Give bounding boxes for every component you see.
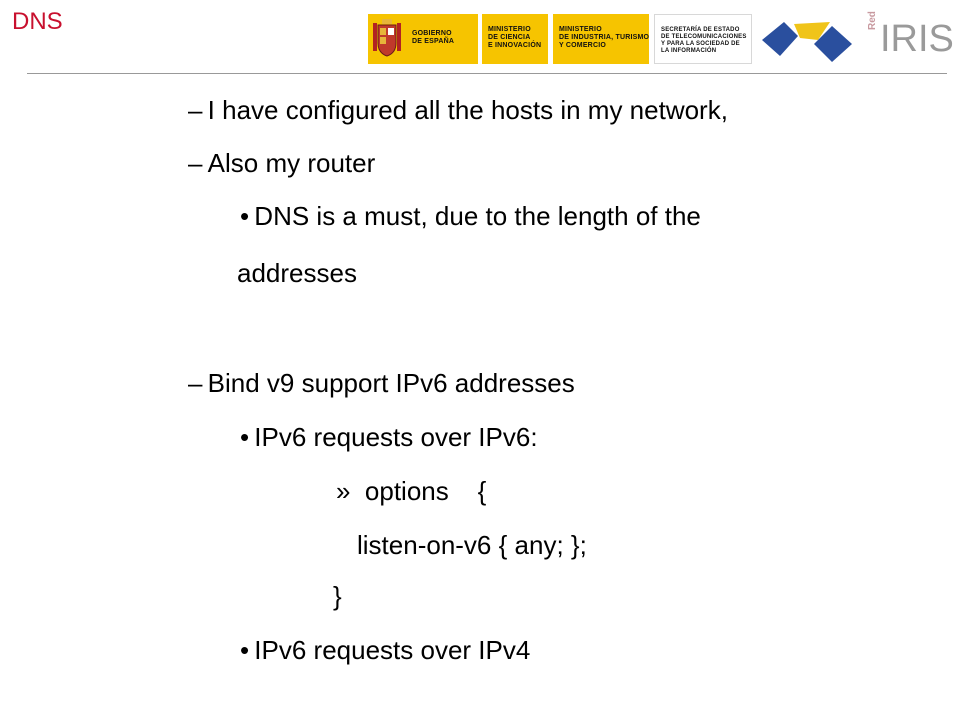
bullet-dns-must-continued: addresses xyxy=(237,258,357,288)
rediris-name: IRIS xyxy=(880,18,954,60)
slide-title: DNS xyxy=(12,8,63,35)
bullet-hosts-configured: – I have configured all the hosts in my … xyxy=(188,95,728,125)
code-close-brace: } xyxy=(333,581,342,611)
gobierno-text: GOBIERNO DE ESPAÑA xyxy=(412,30,455,45)
header-divider xyxy=(27,73,947,74)
secretaria-logo: SECRETARÍA DE ESTADO DE TELECOMUNICACION… xyxy=(654,14,752,64)
bullet-ipv6-over-ipv6: • IPv6 requests over IPv6: xyxy=(240,422,538,452)
code-options-open: » options { xyxy=(336,476,487,506)
rediris-mark-icon xyxy=(762,22,852,62)
bullet-dns-must: • DNS is a must, due to the length of th… xyxy=(240,201,701,231)
rediris-prefix: Red xyxy=(867,11,878,30)
gobierno-logo: GOBIERNO DE ESPAÑA xyxy=(368,14,478,64)
bullet-bind-v9: – Bind v9 support IPv6 addresses xyxy=(188,368,575,398)
ministerio-industria-logo: MINISTERIO DE INDUSTRIA, TURISMO Y COMER… xyxy=(553,14,649,64)
bullet-router: – Also my router xyxy=(188,148,376,178)
ministerio-ciencia-text: MINISTERIO DE CIENCIA E INNOVACIÓN xyxy=(488,26,542,49)
bullet-ipv6-over-ipv4: • IPv6 requests over IPv4 xyxy=(240,635,531,665)
ministerio-ciencia-logo: MINISTERIO DE CIENCIA E INNOVACIÓN xyxy=(482,14,548,64)
code-listen-on-v6: listen-on-v6 { any; }; xyxy=(357,530,587,560)
institution-logos: GOBIERNO DE ESPAÑA MINISTERIO DE CIENCIA… xyxy=(368,11,954,66)
coat-of-arms-icon xyxy=(373,19,401,57)
ministerio-industria-text: MINISTERIO DE INDUSTRIA, TURISMO Y COMER… xyxy=(559,26,650,49)
secretaria-text: SECRETARÍA DE ESTADO DE TELECOMUNICACION… xyxy=(661,27,747,54)
